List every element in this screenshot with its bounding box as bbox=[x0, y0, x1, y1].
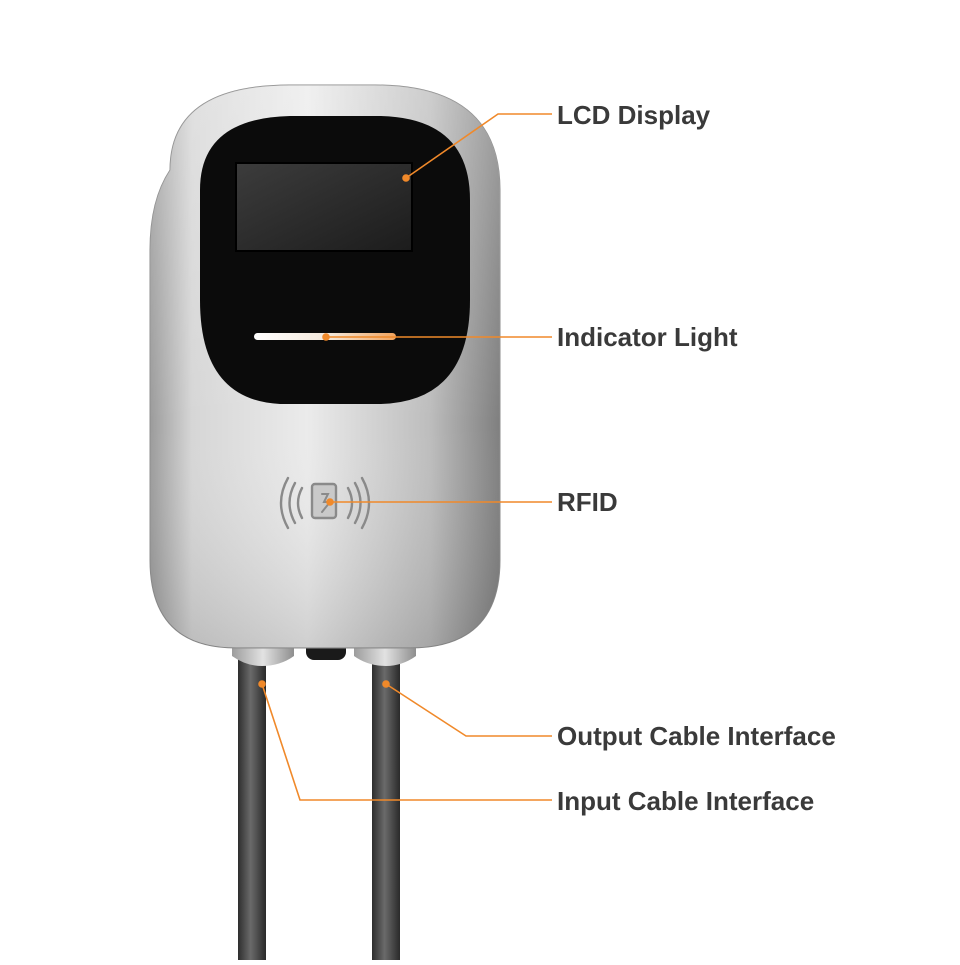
cables bbox=[238, 655, 400, 965]
callout-labels: LCD Display Indicator Light RFID Output … bbox=[557, 100, 836, 816]
lcd-display-label: LCD Display bbox=[557, 100, 711, 130]
rfid-contactless-icon bbox=[279, 476, 371, 530]
leader-lines bbox=[258, 113, 552, 801]
input-cable-leader-line bbox=[261, 683, 552, 801]
output-cable-interface-label: Output Cable Interface bbox=[557, 721, 836, 751]
output-cable-leader-line bbox=[385, 683, 552, 737]
charger-body bbox=[149, 84, 501, 649]
input-cable-interface-label: Input Cable Interface bbox=[557, 786, 814, 816]
lcd-screen bbox=[235, 162, 413, 252]
input-cable bbox=[238, 655, 266, 965]
indicator-light-label: Indicator Light bbox=[557, 322, 738, 352]
black-face-panel bbox=[200, 116, 470, 404]
rfid-label: RFID bbox=[557, 487, 618, 517]
lcd-leader-line bbox=[405, 113, 552, 179]
output-cable bbox=[372, 655, 400, 965]
